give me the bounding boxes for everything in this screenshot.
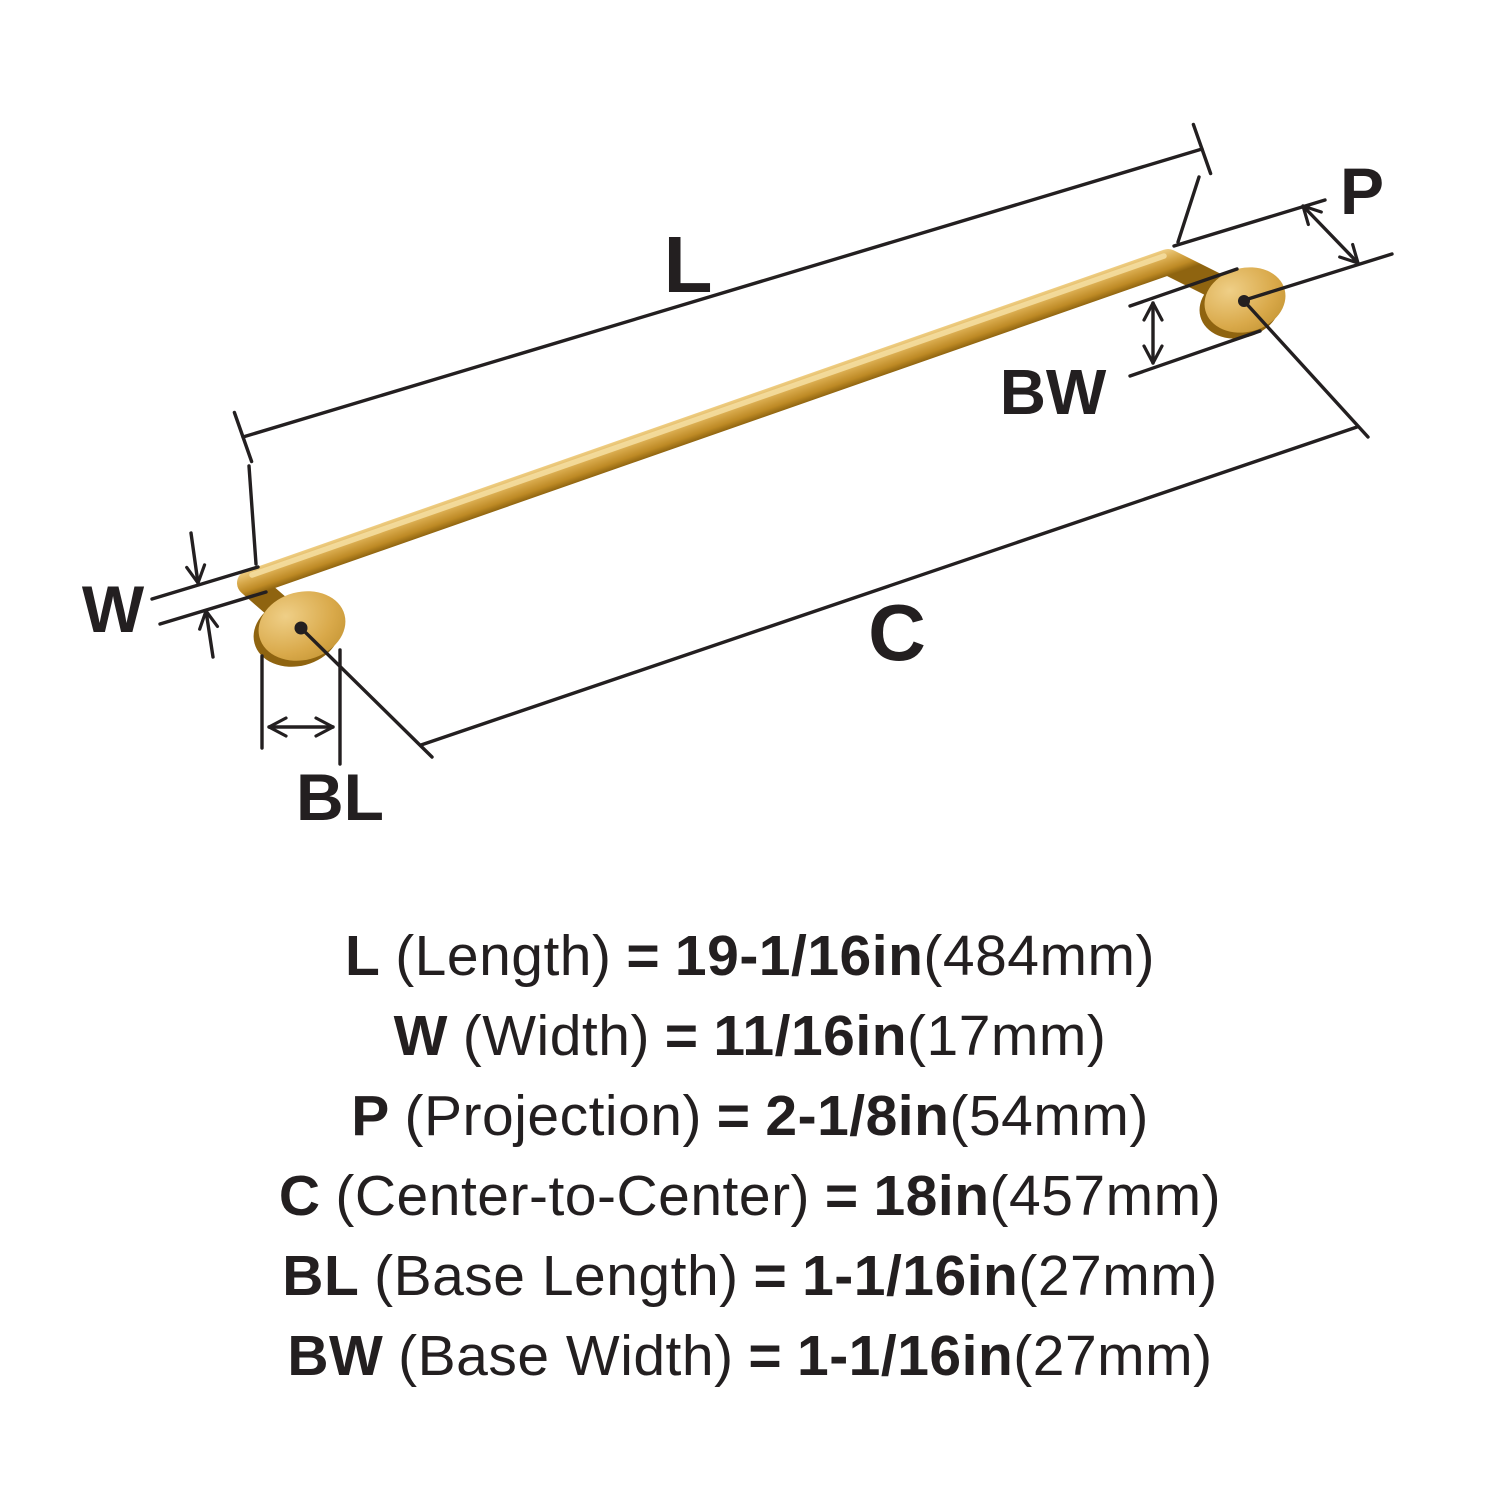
dim-P <box>1172 198 1394 301</box>
legend-label: (Center-to-Center) <box>335 1164 811 1228</box>
legend-equals: = <box>626 924 661 988</box>
legend-metric: (484mm) <box>923 924 1155 988</box>
mount-dot-left <box>294 621 308 635</box>
legend-value: 18in <box>873 1164 990 1228</box>
legend-metric: (27mm) <box>1018 1244 1218 1308</box>
handle-tube <box>237 249 1253 636</box>
pull-handle <box>237 249 1286 667</box>
legend-label: (Base Width) <box>398 1324 734 1388</box>
dimension-legend: L(Length)=19-1/16in(484mm) W(Width)=11/1… <box>0 916 1500 1396</box>
dim-label-L: L <box>664 220 713 309</box>
legend-label: (Base Length) <box>374 1244 739 1308</box>
dim-L <box>232 122 1213 566</box>
legend-metric: (54mm) <box>949 1084 1149 1148</box>
legend-equals: = <box>748 1324 783 1388</box>
legend-row-width: W(Width)=11/16in(17mm) <box>0 996 1500 1076</box>
legend-value: 11/16in <box>713 1004 908 1068</box>
dim-label-C: C <box>868 588 926 677</box>
dim-BL <box>260 648 342 766</box>
legend-metric: (457mm) <box>989 1164 1222 1228</box>
dim-label-P: P <box>1340 154 1384 228</box>
dimension-lines <box>150 122 1394 766</box>
legend-abbr: BW <box>287 1324 384 1388</box>
dim-W <box>150 531 268 659</box>
dim-label-BW: BW <box>1000 356 1107 428</box>
dim-BW <box>1128 267 1262 378</box>
legend-value: 2-1/8in <box>765 1084 950 1148</box>
legend-label: (Length) <box>395 924 612 988</box>
legend-value: 19-1/16in <box>674 924 924 988</box>
legend-equals: = <box>753 1244 788 1308</box>
legend-equals: = <box>664 1004 699 1068</box>
legend-row-base-length: BL(Base Length)=1-1/16in(27mm) <box>0 1236 1500 1316</box>
handle-dimension-diagram: L P BW W C BL <box>82 122 1394 834</box>
handle-highlight <box>249 253 1167 578</box>
mount-dot-right <box>1238 295 1250 307</box>
legend-abbr: P <box>351 1084 390 1148</box>
legend-abbr: L <box>345 924 381 988</box>
legend-metric: (27mm) <box>1013 1324 1213 1388</box>
legend-abbr: BL <box>282 1244 360 1308</box>
legend-abbr: C <box>278 1164 321 1228</box>
dimension-labels: L P BW W C BL <box>82 154 1384 834</box>
dim-label-W: W <box>82 572 145 646</box>
legend-value: 1-1/16in <box>797 1324 1014 1388</box>
legend-metric: (17mm) <box>907 1004 1107 1068</box>
legend-value: 1-1/16in <box>802 1244 1019 1308</box>
dim-C <box>299 299 1370 759</box>
dim-label-BL: BL <box>296 760 384 834</box>
legend-equals: = <box>716 1084 751 1148</box>
legend-row-projection: P(Projection)=2-1/8in(54mm) <box>0 1076 1500 1156</box>
legend-equals: = <box>824 1164 859 1228</box>
legend-abbr: W <box>393 1004 448 1068</box>
legend-row-length: L(Length)=19-1/16in(484mm) <box>0 916 1500 996</box>
legend-label: (Projection) <box>404 1084 702 1148</box>
legend-row-base-width: BW(Base Width)=1-1/16in(27mm) <box>0 1316 1500 1396</box>
legend-label: (Width) <box>462 1004 650 1068</box>
legend-row-center-to-center: C(Center-to-Center)=18in(457mm) <box>0 1156 1500 1236</box>
